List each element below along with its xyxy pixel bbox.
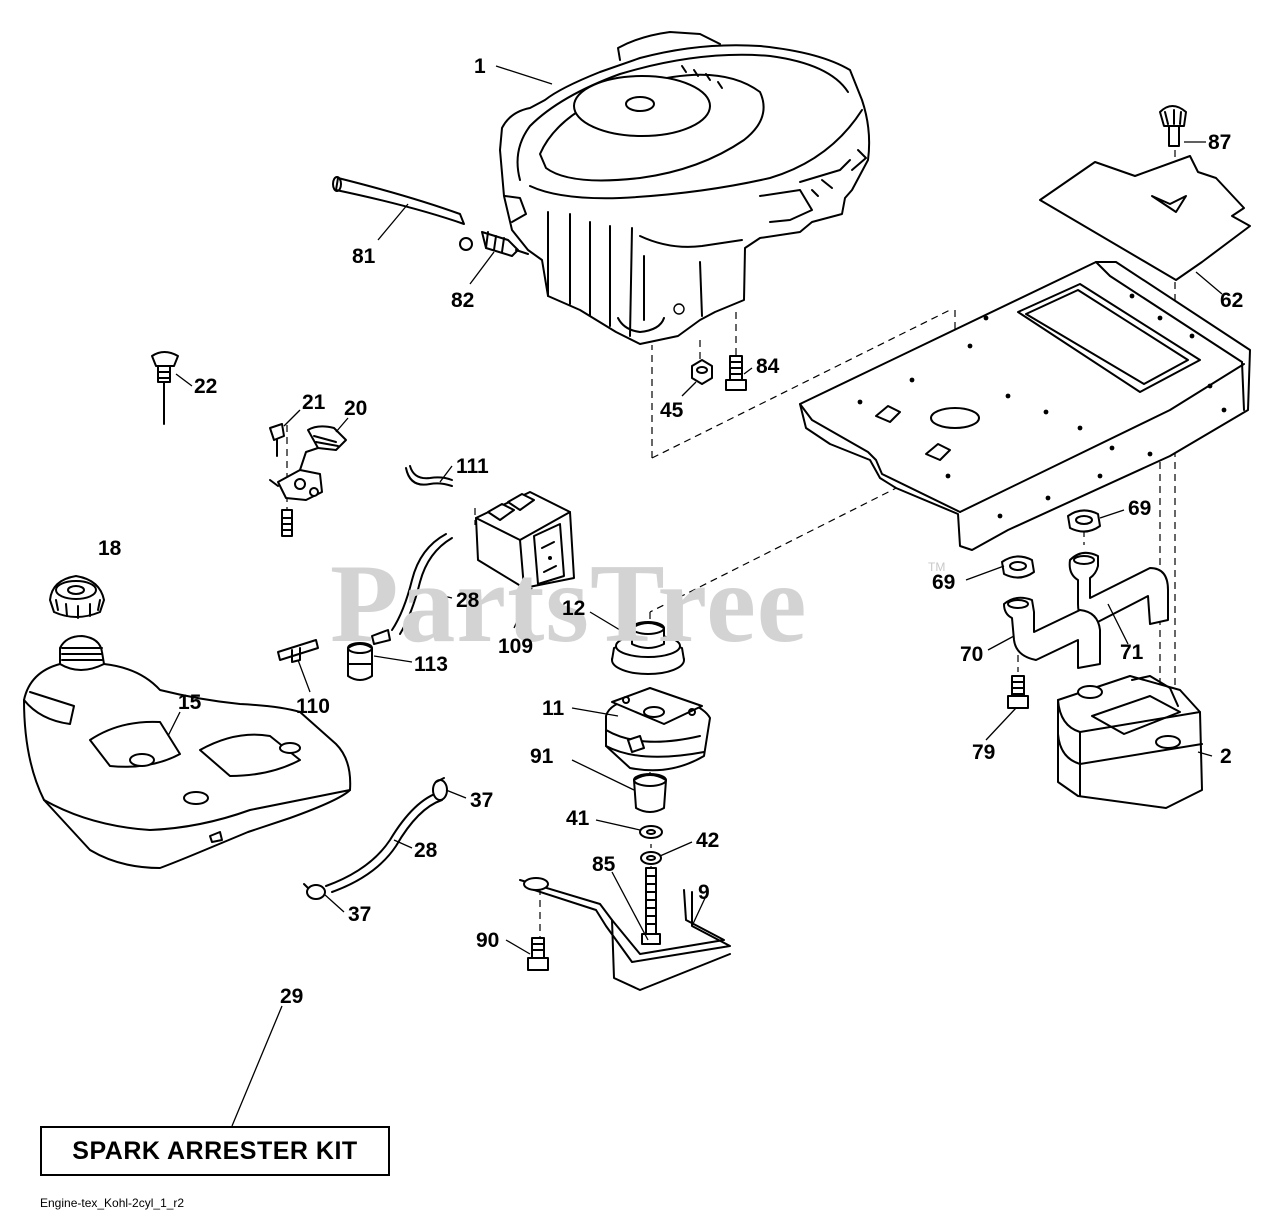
callout-71[interactable]: 71 xyxy=(1120,641,1144,664)
callout-41[interactable]: 41 xyxy=(566,807,590,830)
callout-11[interactable]: 11 xyxy=(542,697,565,720)
callout-81[interactable]: 81 xyxy=(352,245,376,268)
bolt-90 xyxy=(527,937,549,971)
callout-79[interactable]: 79 xyxy=(972,741,996,764)
fuel-line-81 xyxy=(332,176,465,225)
callout-70[interactable]: 70 xyxy=(960,643,984,666)
callout-28-upper[interactable]: 28 xyxy=(456,589,480,612)
watermark-trademark: TM xyxy=(928,560,946,574)
callout-42[interactable]: 42 xyxy=(696,829,720,852)
tee-fitting-110 xyxy=(277,639,319,663)
callout-110[interactable]: 110 xyxy=(296,695,330,718)
callout-91[interactable]: 91 xyxy=(530,745,554,768)
dipstick-22 xyxy=(151,351,179,425)
engine-illustration xyxy=(499,31,871,345)
throttle-part-21 xyxy=(269,423,285,457)
callout-leader-lines xyxy=(167,65,1223,1127)
callout-113[interactable]: 113 xyxy=(414,653,448,676)
callout-85[interactable]: 85 xyxy=(592,853,616,876)
callout-29[interactable]: 29 xyxy=(280,985,304,1008)
callout-37-upper[interactable]: 37 xyxy=(470,789,494,812)
callout-12[interactable]: 12 xyxy=(562,597,586,620)
hose-28-upper xyxy=(391,533,453,635)
callout-82[interactable]: 82 xyxy=(451,289,475,312)
callout-9[interactable]: 9 xyxy=(698,881,710,904)
fuel-cap-18 xyxy=(49,575,105,619)
callout-28-lower[interactable]: 28 xyxy=(414,839,438,862)
fuel-tank-15 xyxy=(23,635,352,869)
hose-111 xyxy=(405,465,453,487)
callout-87[interactable]: 87 xyxy=(1208,131,1232,154)
callout-22[interactable]: 22 xyxy=(194,375,218,398)
callout-62[interactable]: 62 xyxy=(1220,289,1244,312)
lock-washer-42 xyxy=(640,851,662,865)
drawing-id-caption: Engine-tex_Kohl-2cyl_1_r2 xyxy=(40,1196,185,1210)
callout-21[interactable]: 21 xyxy=(302,391,326,414)
spacer-91 xyxy=(633,773,667,813)
callout-111[interactable]: 111 xyxy=(456,455,489,478)
fuel-fitting-82 xyxy=(459,231,529,257)
callout-1[interactable]: 1 xyxy=(474,55,486,78)
callout-109[interactable]: 109 xyxy=(498,635,534,658)
muffler-2 xyxy=(1057,675,1203,809)
shield-62 xyxy=(1039,155,1251,281)
hose-28-lower xyxy=(325,791,443,893)
exhaust-pipe-71 xyxy=(1068,551,1169,627)
pulley-12 xyxy=(611,621,685,675)
fuel-valve-113 xyxy=(347,629,391,681)
callout-45[interactable]: 45 xyxy=(660,399,684,422)
exhaust-pipe-70 xyxy=(1003,596,1101,669)
callout-84[interactable]: 84 xyxy=(756,355,780,378)
bolt-79 xyxy=(1007,675,1029,709)
spark-arrester-kit-box[interactable]: SPARK ARRESTER KIT xyxy=(40,1126,390,1176)
callout-69-lower[interactable]: 69 xyxy=(932,571,956,594)
washer-41 xyxy=(639,825,663,839)
fuel-pump-109 xyxy=(475,491,575,589)
gasket-69-upper xyxy=(1067,509,1101,533)
bolt-84 xyxy=(725,355,747,391)
nut-45 xyxy=(691,359,713,385)
callout-2[interactable]: 2 xyxy=(1220,745,1232,768)
parts-tree-watermark: PartsTree xyxy=(330,542,808,666)
callout-37-lower[interactable]: 37 xyxy=(348,903,372,926)
callout-90[interactable]: 90 xyxy=(476,929,500,952)
hose-clamp-37-upper xyxy=(432,777,448,801)
bolt-85 xyxy=(641,867,661,945)
gasket-69-lower xyxy=(1001,555,1035,579)
electric-clutch-11 xyxy=(605,687,711,772)
chassis-frame xyxy=(799,261,1251,551)
callout-20[interactable]: 20 xyxy=(344,397,368,420)
callout-69-upper[interactable]: 69 xyxy=(1128,497,1152,520)
hose-clamp-37-lower xyxy=(303,883,326,900)
knob-87 xyxy=(1159,105,1187,147)
control-bracket-20 xyxy=(269,425,347,537)
callout-15[interactable]: 15 xyxy=(178,691,202,714)
callout-18[interactable]: 18 xyxy=(98,537,122,560)
